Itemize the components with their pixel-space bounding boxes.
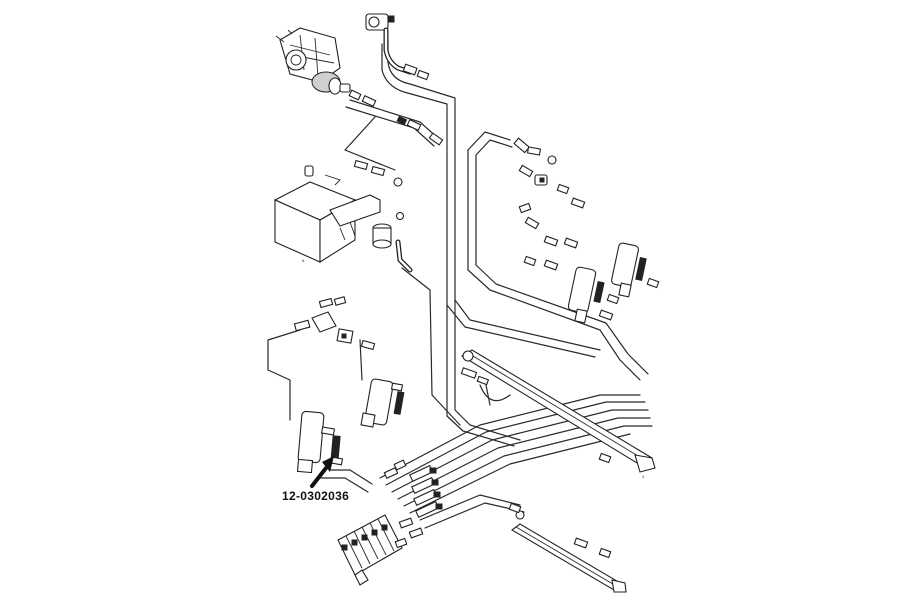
callout-part-number: 12-0302036: [282, 489, 349, 503]
upper-left-cylinder-body: [364, 378, 394, 426]
right-cylinder-a-body: [611, 242, 639, 288]
line-main-trunk-b: [381, 43, 596, 358]
line-tank-to-valve: [401, 267, 461, 426]
line-right-to-boom-b: [475, 264, 649, 375]
line-valve-to-lower-cyl: [419, 494, 521, 521]
line-bundle-3: [391, 409, 649, 493]
line-bundle-4: [397, 417, 651, 500]
top-hose-fitting-a: [402, 63, 418, 76]
line-bundle-6: [409, 433, 631, 514]
line-main-trunk-c: [454, 299, 521, 441]
right-fitting-1: [513, 137, 531, 154]
lower-cylinder: [508, 502, 627, 593]
boom-cylinder-end: [634, 454, 656, 473]
line-left-loop-a: [267, 329, 301, 421]
line-bundle-1: [379, 394, 641, 479]
line-bundle-left-2: [319, 477, 369, 493]
tank-tiny-label: 8: [302, 258, 305, 263]
hydraulic-tank: 8: [273, 159, 403, 263]
right-cylinder-group: [513, 137, 660, 324]
filter-assembly: [372, 211, 413, 273]
right-cylinder-a-fitting: [635, 257, 647, 281]
top-hose-fitting-b: [416, 69, 430, 81]
tank-cap: [304, 165, 314, 177]
hydraulic-lines: [267, 39, 653, 529]
pump-fitting-1: [348, 89, 362, 101]
line-bundle-2: [385, 401, 646, 486]
line-right-to-boom-a: [467, 269, 641, 381]
callout-arrow-head: [322, 456, 334, 472]
boom-cylinder-eye-top: [462, 350, 474, 362]
line-left-loop-b: [359, 339, 363, 381]
top-pump-assembly: [365, 13, 430, 81]
tank-bracket: [329, 194, 381, 227]
pump-fitting-2: [361, 95, 377, 107]
line-motor-out-a: [349, 99, 441, 141]
top-pump-port: [368, 16, 380, 28]
motor-pump-assembly: [275, 27, 444, 146]
left-manifold: [311, 311, 337, 333]
valve-fittings: [383, 459, 443, 549]
top-pump-fitting: [387, 15, 395, 23]
line-motor-tank: [344, 116, 396, 171]
motor-flywheel: [285, 49, 307, 71]
tank-fitting-b: [370, 165, 386, 177]
line-right-loop-b: [475, 139, 513, 266]
tank-port: [393, 177, 403, 187]
boom-tiny-label: 4: [642, 474, 645, 479]
line-bundle-left-1: [329, 469, 373, 485]
boom-cylinder: 4: [460, 349, 656, 479]
line-main-trunk-a: [387, 39, 601, 351]
right-cylinder-b-body: [567, 266, 597, 314]
boom-cylinder-body: [460, 349, 653, 467]
pump-fitting-5: [428, 132, 444, 146]
line-right-loop-a: [467, 131, 511, 271]
upper-left-cylinder-fitting: [393, 391, 405, 415]
left-cylinder-group: [293, 296, 405, 474]
pump-fitting-4: [406, 119, 422, 131]
part-callout: 12-0302036: [282, 456, 349, 503]
valve-bank: [337, 514, 403, 586]
callout-arrow-shaft: [310, 466, 328, 488]
tank-fitting-a: [353, 159, 369, 171]
right-cylinder-b-fitting: [593, 281, 605, 303]
line-main-trunk-d: [446, 304, 515, 447]
line-bundle-5: [403, 425, 653, 507]
lower-left-cylinder-body: [297, 410, 325, 464]
right-fitting-2: [526, 146, 542, 156]
pump-fitting-3: [396, 115, 408, 126]
